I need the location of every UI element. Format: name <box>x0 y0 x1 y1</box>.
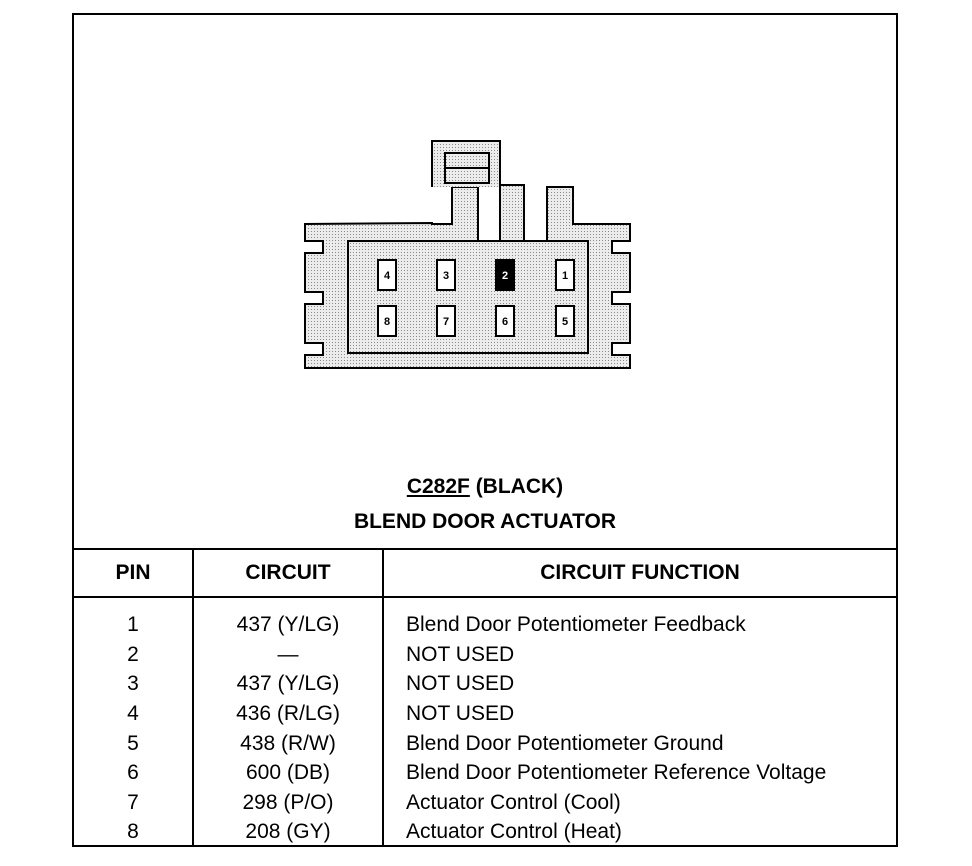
circuit-cell: 437 (Y/LG) <box>192 669 383 699</box>
circuit-cell: — <box>192 639 383 670</box>
pin-label-7: 7 <box>443 316 449 328</box>
connector-id-line: C282F (BLACK) <box>74 475 896 499</box>
pin-cell: 4 <box>127 702 139 726</box>
pin-cell: 1 <box>127 613 139 637</box>
table-header-row: PIN CIRCUIT CIRCUIT FUNCTION <box>74 548 896 598</box>
table-row: 1 437 (Y/LG) Blend Door Potentiometer Fe… <box>74 597 896 640</box>
pin-cavities: 4 3 2 1 8 7 6 5 <box>377 259 575 337</box>
function-cell: NOT USED <box>382 669 896 699</box>
pin-cell: 5 <box>127 731 139 755</box>
connector-frame: 4 3 2 1 8 7 6 5 C282F (BLACK) BLEND DOOR ACTUAT… <box>72 13 898 847</box>
pin-label-1: 1 <box>562 270 568 282</box>
pin-label-4: 4 <box>384 270 391 282</box>
circuit-cell: 437 (Y/LG) <box>192 597 383 640</box>
table-row: 2 — NOT USED <box>74 639 896 670</box>
connector-color: (BLACK) <box>475 475 564 498</box>
circuit-cell: 208 (GY) <box>192 817 383 847</box>
circuit-cell: 438 (R/W) <box>192 728 383 758</box>
pin-label-6: 6 <box>502 316 508 328</box>
function-cell: NOT USED <box>382 639 896 670</box>
pin-cell: 3 <box>127 672 139 696</box>
pin-cell: 6 <box>127 761 139 785</box>
header-function: CIRCUIT FUNCTION <box>382 548 896 598</box>
pin-cavity-7 <box>436 305 456 337</box>
connector-id: C282F <box>406 475 470 498</box>
pin-cavity-1 <box>555 259 575 291</box>
table-row: 6 600 (DB) Blend Door Potentiometer Refe… <box>74 757 896 788</box>
table-row: 3 437 (Y/LG) NOT USED <box>74 669 896 699</box>
function-cell: Actuator Control (Cool) <box>382 787 896 818</box>
table-row: 4 436 (R/LG) NOT USED <box>74 698 896 729</box>
pin-cavity-4 <box>377 259 397 291</box>
pin-cavity-2 <box>495 259 515 291</box>
pin-cell: 8 <box>127 820 139 844</box>
pinout-table: PIN CIRCUIT CIRCUIT FUNCTION 1 437 (Y/LG… <box>74 548 896 847</box>
circuit-cell: 298 (P/O) <box>192 787 383 818</box>
header-circuit: CIRCUIT <box>192 548 383 598</box>
circuit-cell: 436 (R/LG) <box>192 698 383 729</box>
pin-label-2: 2 <box>502 270 508 282</box>
header-pin: PIN <box>74 548 193 598</box>
function-cell: NOT USED <box>382 698 896 729</box>
pin-cavity-5 <box>555 305 575 337</box>
pin-cell: 7 <box>127 790 139 814</box>
function-cell: Actuator Control (Heat) <box>382 817 896 847</box>
connector-face-diagram: 4 3 2 1 8 7 6 5 <box>304 140 631 369</box>
pin-cavity-8 <box>377 305 397 337</box>
connector-diagram-area: 4 3 2 1 8 7 6 5 <box>74 15 896 548</box>
pin-cavity-6 <box>495 305 515 337</box>
pin-cavity-3 <box>436 259 456 291</box>
function-cell: Blend Door Potentiometer Feedback <box>382 597 896 640</box>
function-cell: Blend Door Potentiometer Ground <box>382 728 896 758</box>
connector-name: BLEND DOOR ACTUATOR <box>353 510 617 533</box>
pin-label-8: 8 <box>384 316 390 328</box>
function-cell: Blend Door Potentiometer Reference Volta… <box>382 757 896 788</box>
table-row: 5 438 (R/W) Blend Door Potentiometer Gro… <box>74 728 896 758</box>
table-row: 7 298 (P/O) Actuator Control (Cool) <box>74 787 896 818</box>
pin-cell: 2 <box>127 642 139 666</box>
circuit-cell: 600 (DB) <box>192 757 383 788</box>
table-row: 8 208 (GY) Actuator Control (Heat) <box>74 817 896 847</box>
pin-label-3: 3 <box>443 270 449 282</box>
pin-label-5: 5 <box>562 316 568 328</box>
